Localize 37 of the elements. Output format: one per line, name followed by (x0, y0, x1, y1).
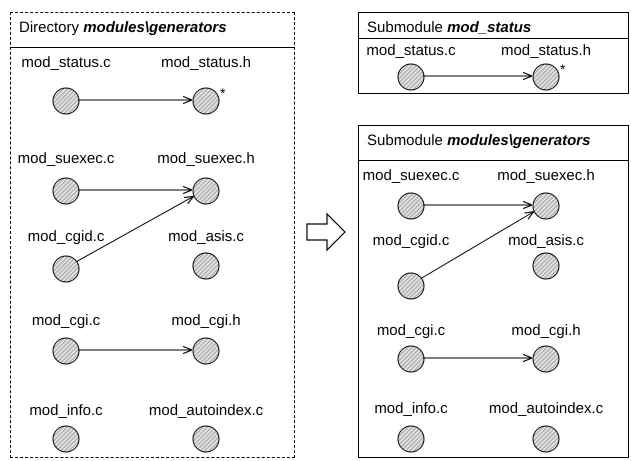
file-label: mod_autoindex.c (488, 400, 604, 418)
file-label: mod_info.c (29, 402, 103, 420)
arrow (422, 72, 533, 80)
arrow (422, 200, 533, 210)
file-label: mod_suexec.c (18, 150, 114, 168)
asterisk-mark: * (560, 62, 566, 76)
file-label: mod_suexec.c (362, 167, 460, 185)
arrow (422, 354, 533, 362)
group-title: Submodule mod_status (367, 19, 532, 36)
file-label: mod_status.h (500, 42, 592, 60)
group-box (358, 12, 629, 94)
file-label: mod_status.h (160, 54, 252, 72)
arrow (76, 196, 194, 262)
file-label: mod_cgi.h (511, 322, 581, 340)
file-label: mod_cgi.c (32, 312, 100, 330)
file-label: mod_cgid.c (372, 232, 450, 250)
file-label: mod_asis.c (168, 228, 244, 246)
dashed-group-box (10, 12, 295, 458)
file-label: mod_asis.c (508, 232, 584, 250)
arrow (420, 211, 534, 279)
arrow (78, 96, 193, 104)
file-label: mod_cgid.c (28, 228, 104, 246)
block-arrow (306, 212, 346, 252)
group-title: Directory modules\generators (19, 19, 227, 36)
file-label: mod_suexec.h (157, 150, 255, 168)
group-title: Submodule modules\generators (367, 132, 590, 149)
file-label: mod_cgi.c (376, 322, 446, 340)
file-label: mod_suexec.h (497, 167, 595, 185)
file-label: mod_info.c (374, 400, 448, 418)
file-label: mod_cgi.h (171, 312, 241, 330)
file-label: mod_status.c (366, 42, 456, 60)
file-label: mod_autoindex.c (148, 402, 264, 420)
arrow (78, 346, 193, 354)
group-box (358, 125, 629, 458)
arrow (78, 186, 193, 194)
file-label: mod_status.c (21, 54, 111, 72)
asterisk-mark: * (220, 86, 226, 100)
